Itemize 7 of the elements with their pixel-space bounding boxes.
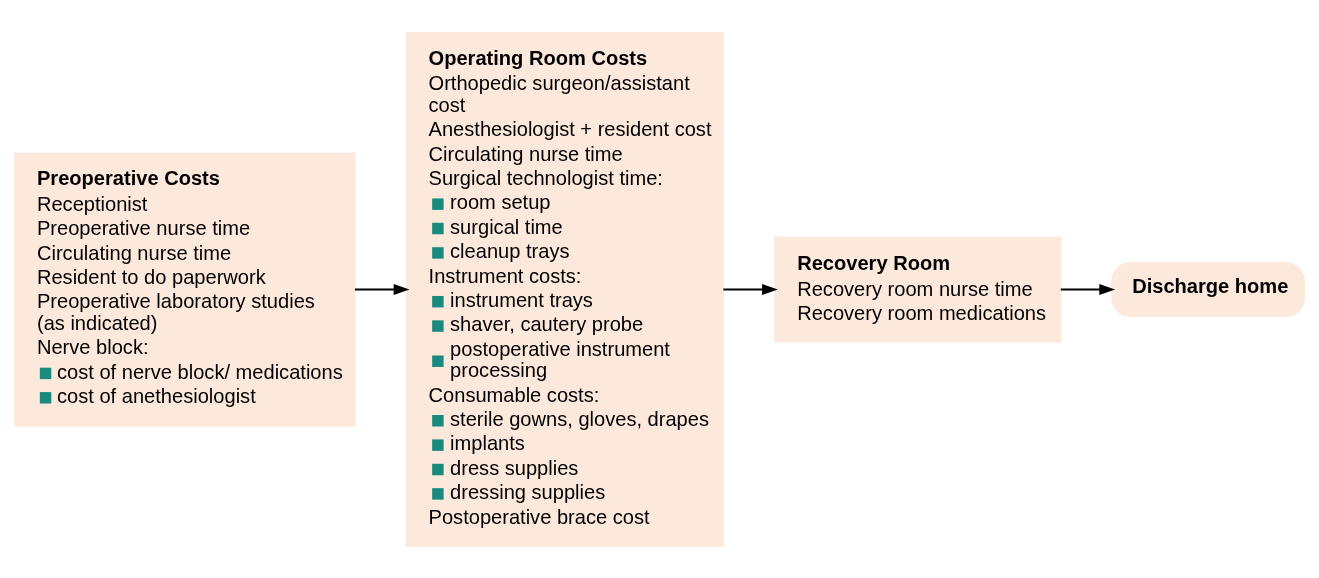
- node-box: Discharge home: [1111, 261, 1305, 317]
- arrow: [1060, 283, 1116, 295]
- node-box: Operating Room Costs Orthopedic surgeon/assistant cost Anesthesiologist + resident cost Circulating nurse time Surgical technologist time: room setup surgical time cleanup trays Instrument costs: instrument trays shaver, cautery probe postoperative instrument processing Consumable costs: sterile gowns, gloves, drapes implants dress supplies dressing supplies Postoperative brace cost: [405, 31, 725, 547]
- arrow: [723, 283, 778, 295]
- node-box: Recovery Room Recovery room nurse time Recovery room medications: [774, 235, 1062, 343]
- arrow: [354, 283, 410, 295]
- node-box: Preoperative Costs Receptionist Preoperative nurse time Circulating nurse time Resident to do paperwork Preoperative laboratory studies (as indicated) Nerve block: cost of nerve block/ medications cost of anethesiologist: [14, 152, 356, 426]
